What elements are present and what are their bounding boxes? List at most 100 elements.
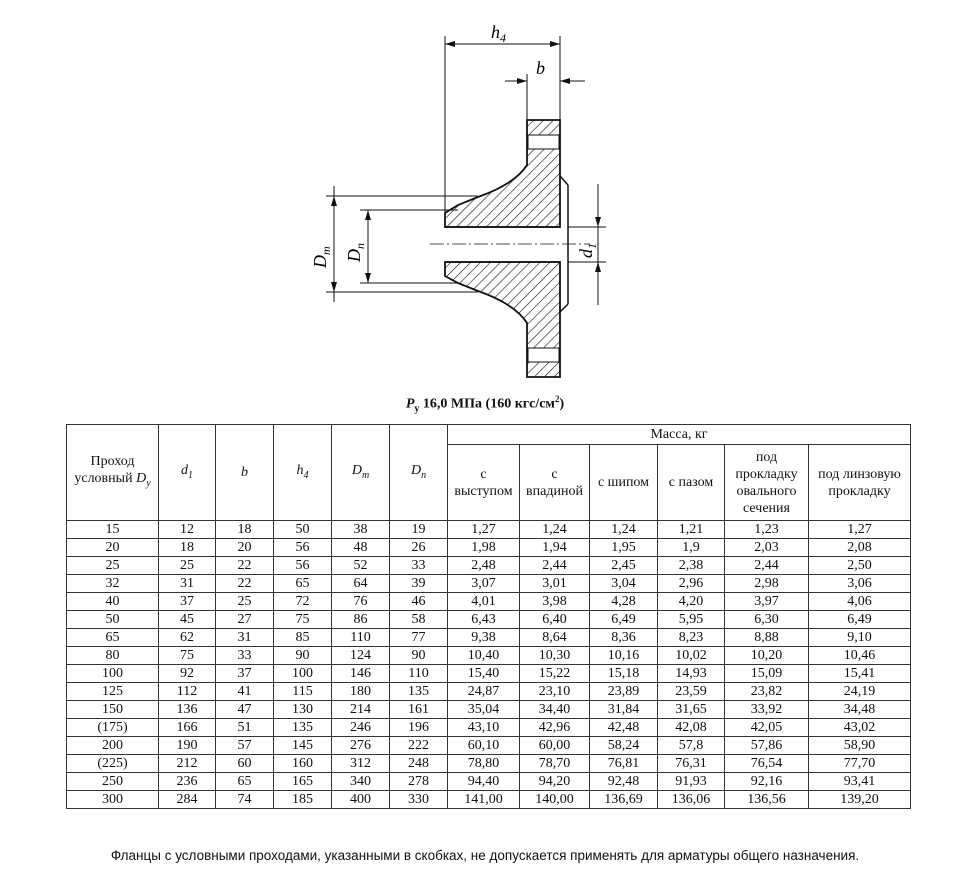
header-h4: h4 <box>273 424 332 521</box>
header-dm: Dm <box>331 424 390 521</box>
table-cell: 22 <box>215 556 274 575</box>
table-cell: 25 <box>215 592 274 611</box>
header-dn: Dn <box>389 424 448 521</box>
table-cell: 76,31 <box>657 754 725 773</box>
flange-table: Проход условный Dy d1 b h4 Dm Dn Масса, … <box>66 424 911 809</box>
table-cell: 2,38 <box>657 556 725 575</box>
table-cell: 56 <box>273 556 332 575</box>
table-cell: 75 <box>158 646 216 665</box>
table-cell: 23,82 <box>724 682 809 701</box>
table-cell: 400 <box>331 790 390 809</box>
table-cell: 6,43 <box>447 610 520 629</box>
table-cell: 60 <box>215 754 274 773</box>
table-cell: 141,00 <box>447 790 520 809</box>
table-cell: 312 <box>331 754 390 773</box>
table-cell: 125 <box>66 682 159 701</box>
table-cell: 340 <box>331 772 390 791</box>
table-cell: 33 <box>389 556 448 575</box>
table-cell: 185 <box>273 790 332 809</box>
table-cell: 1,24 <box>519 520 590 539</box>
table-cell: 150 <box>66 700 159 719</box>
table-cell: 76 <box>331 592 390 611</box>
table-cell: 6,30 <box>724 610 809 629</box>
table-cell: 74 <box>215 790 274 809</box>
table-cell: 15,18 <box>589 664 658 683</box>
table-cell: 60,00 <box>519 736 590 755</box>
table-cell: 42,48 <box>589 718 658 737</box>
header-d1: d1 <box>158 424 216 521</box>
footnote: Фланцы с условными проходами, указанными… <box>110 848 860 863</box>
table-cell: 48 <box>331 538 390 557</box>
table-cell: 10,40 <box>447 646 520 665</box>
table-cell: 1,98 <box>447 538 520 557</box>
table-cell: 278 <box>389 772 448 791</box>
header-mass-col: с впадиной <box>519 444 590 521</box>
table-cell: 93,41 <box>808 772 911 791</box>
table-cell: 38 <box>331 520 390 539</box>
table-cell: 51 <box>215 718 274 737</box>
table-cell: 78,70 <box>519 754 590 773</box>
table-cell: 160 <box>273 754 332 773</box>
flange-drawing: h4 b Dm Dn d1 <box>310 22 606 378</box>
table-cell: 23,89 <box>589 682 658 701</box>
table-cell: 31 <box>215 628 274 647</box>
table-cell: 18 <box>215 520 274 539</box>
header-mass-col: с пазом <box>657 444 725 521</box>
table-cell: 10,02 <box>657 646 725 665</box>
table-cell: 6,49 <box>808 610 911 629</box>
table-cell: 24,87 <box>447 682 520 701</box>
table-cell: 136,56 <box>724 790 809 809</box>
b-label: b <box>536 58 545 78</box>
table-cell: 3,98 <box>519 592 590 611</box>
table-cell: 92,16 <box>724 772 809 791</box>
table-cell: 76,81 <box>589 754 658 773</box>
table-cell: 26 <box>389 538 448 557</box>
table-cell: 1,95 <box>589 538 658 557</box>
table-cell: 140,00 <box>519 790 590 809</box>
table-cell: 23,10 <box>519 682 590 701</box>
header-mass-col: с выступом <box>447 444 520 521</box>
table-cell: 1,27 <box>447 520 520 539</box>
table-cell: 135 <box>389 682 448 701</box>
d1-label: d1 <box>576 243 599 258</box>
table-cell: 3,97 <box>724 592 809 611</box>
table-cell: 64 <box>331 574 390 593</box>
table-cell: 22 <box>215 574 274 593</box>
table-cell: 25 <box>66 556 159 575</box>
table-cell: (175) <box>66 718 159 737</box>
table-cell: 2,44 <box>519 556 590 575</box>
table-cell: 43,02 <box>808 718 911 737</box>
table-cell: 161 <box>389 700 448 719</box>
table-cell: 8,64 <box>519 628 590 647</box>
table-cell: 1,94 <box>519 538 590 557</box>
table-cell: 1,9 <box>657 538 725 557</box>
table-cell: 85 <box>273 628 332 647</box>
table-cell: 62 <box>158 628 216 647</box>
table-cell: 214 <box>331 700 390 719</box>
table-cell: 92 <box>158 664 216 683</box>
table-cell: 4,01 <box>447 592 520 611</box>
table-cell: 37 <box>215 664 274 683</box>
table-cell: 58,90 <box>808 736 911 755</box>
table-cell: 94,20 <box>519 772 590 791</box>
table-cell: 27 <box>215 610 274 629</box>
table-cell: 34,40 <box>519 700 590 719</box>
table-cell: 50 <box>66 610 159 629</box>
table-cell: 57,8 <box>657 736 725 755</box>
table-cell: 2,44 <box>724 556 809 575</box>
table-cell: 284 <box>158 790 216 809</box>
table-cell: 40 <box>66 592 159 611</box>
table-cell: 35,04 <box>447 700 520 719</box>
table-cell: 47 <box>215 700 274 719</box>
